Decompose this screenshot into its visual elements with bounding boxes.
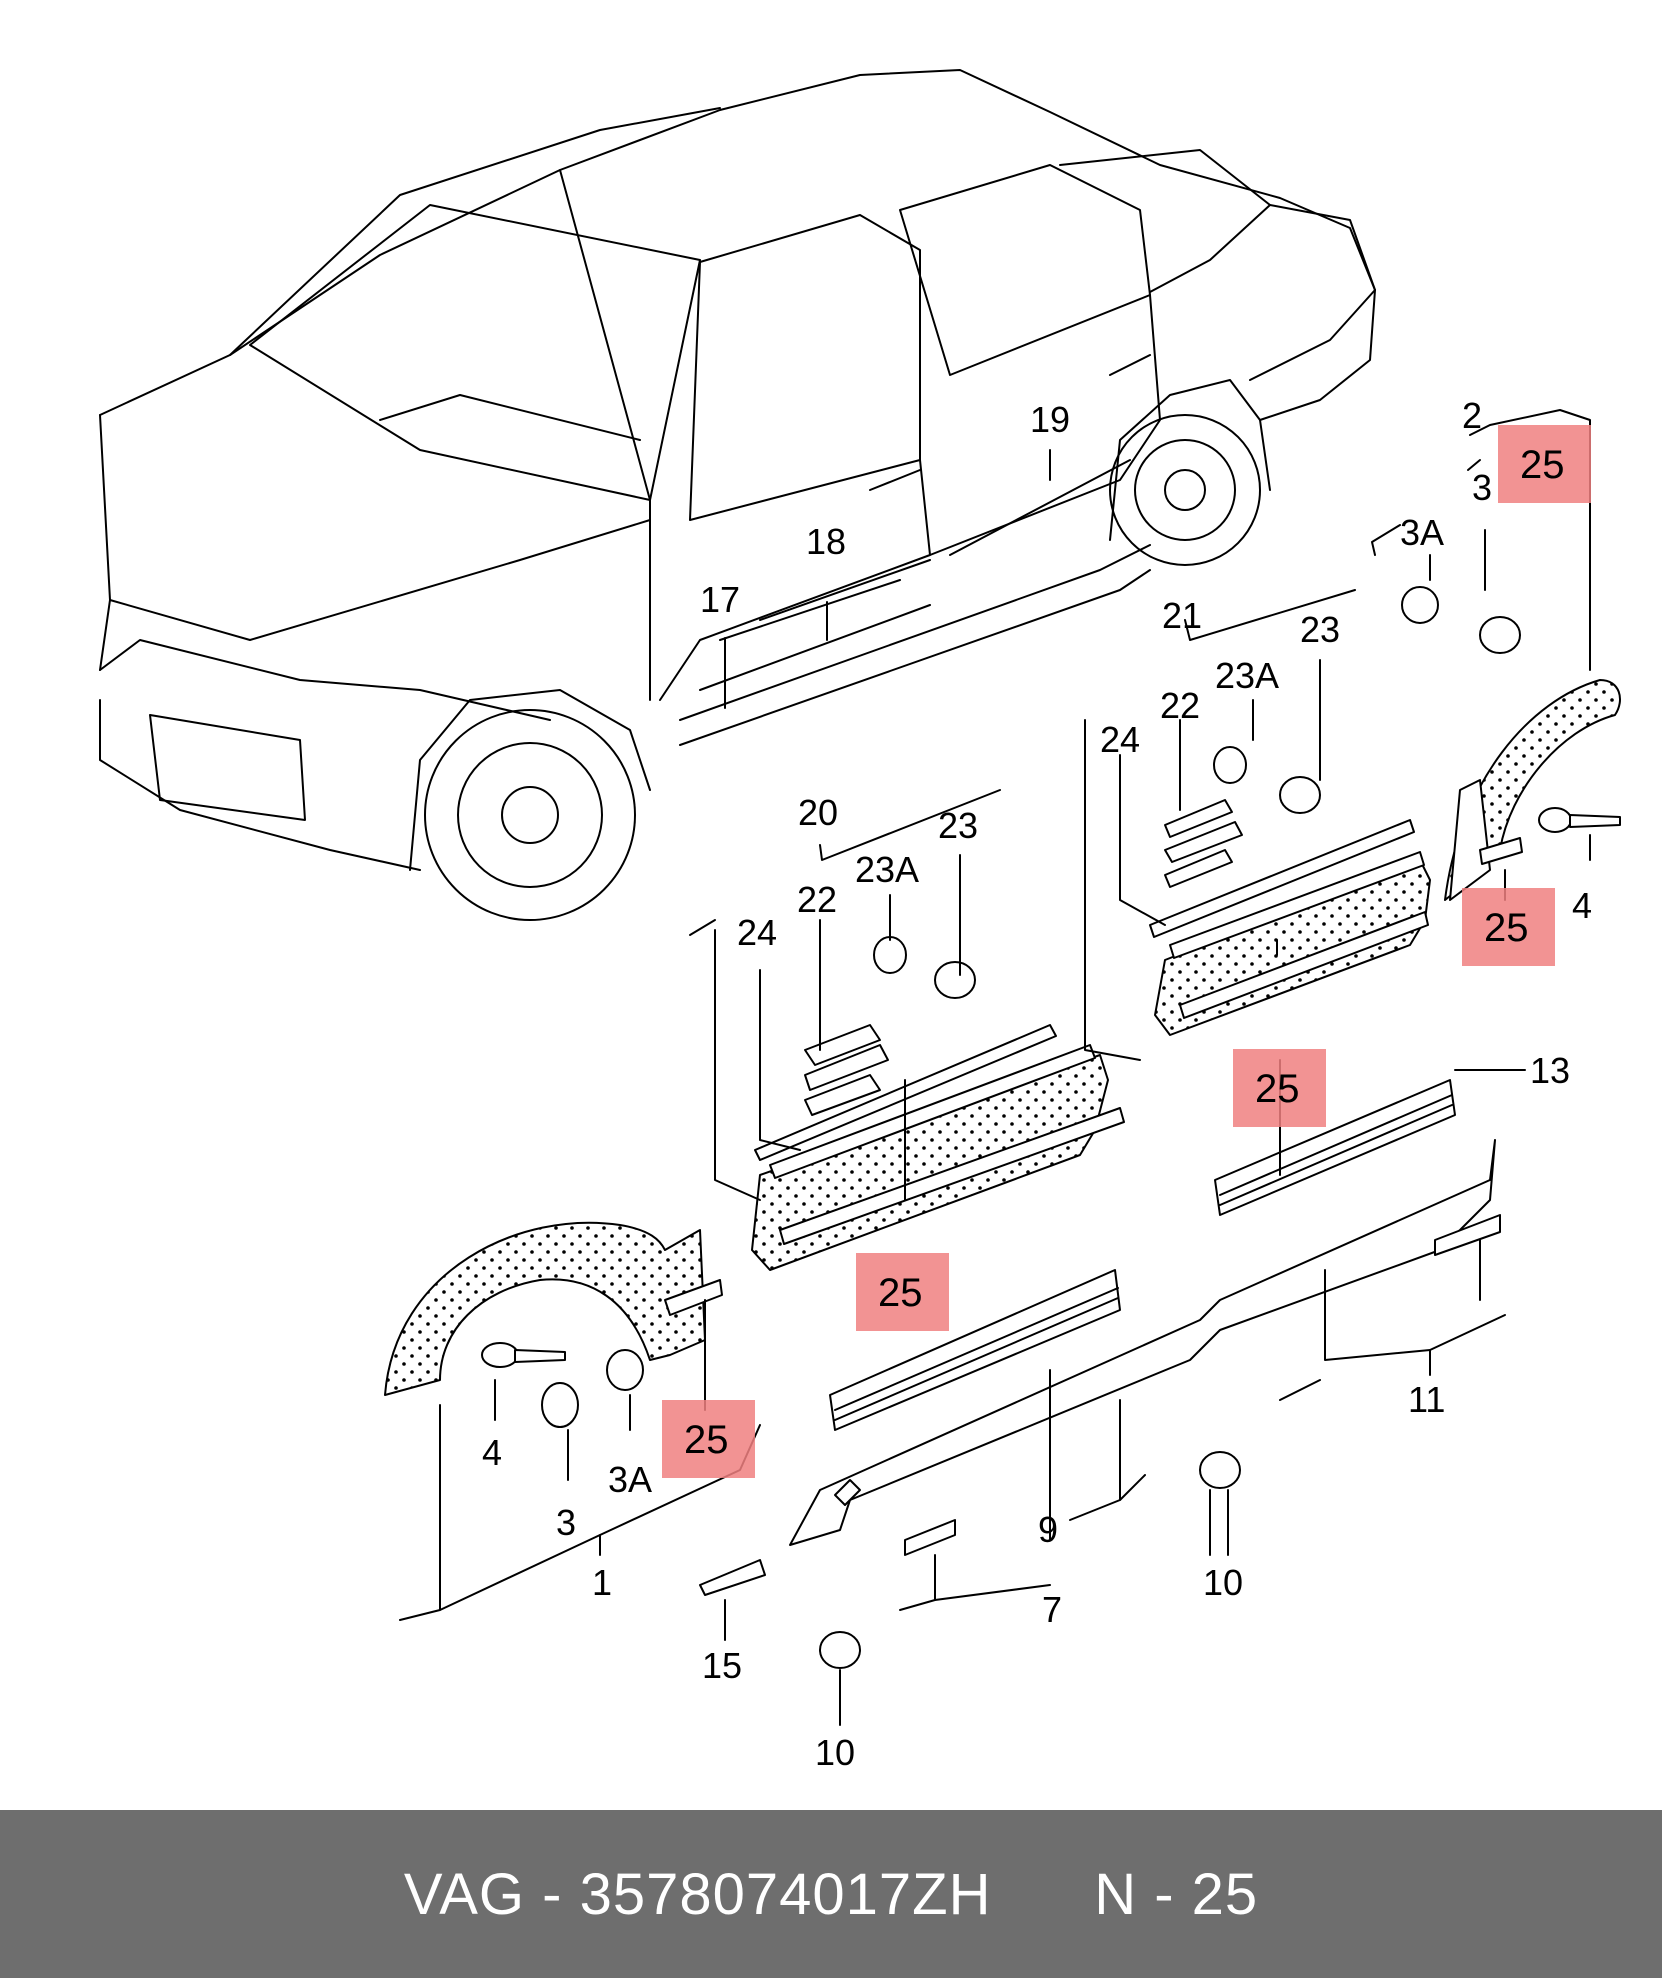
front-door-seal-strips [804, 1024, 889, 1116]
label-10: 10 [815, 1732, 855, 1773]
label-2: 2 [1462, 395, 1482, 436]
rear-door-seal-strips [1164, 799, 1243, 888]
highlight-25-rear-top: 25 [1498, 425, 1591, 503]
label-21: 21 [1162, 595, 1202, 636]
label-9: 9 [1038, 1509, 1058, 1550]
brand-label: VAG [403, 1861, 526, 1927]
svg-text:25: 25 [1255, 1067, 1300, 1111]
label-23: 23 [1300, 609, 1340, 650]
label-19: 19 [1030, 399, 1070, 440]
label-7: 7 [1042, 1589, 1062, 1630]
spacer [992, 1861, 1095, 1928]
label-22: 22 [1160, 685, 1200, 726]
highlight-25-rear-door: 25 [1233, 1049, 1326, 1127]
label-23a: 23A [1215, 655, 1279, 696]
sill-moulding-rear [1214, 1079, 1456, 1216]
front-door-trim [751, 1024, 1125, 1271]
label-3a: 3A [1400, 512, 1444, 553]
label-23a: 23A [855, 849, 919, 890]
part-number: 3578074017ZH [579, 1861, 992, 1927]
label-3: 3 [1472, 467, 1492, 508]
leader-lines [399, 409, 1591, 1726]
clip-brackets [904, 1214, 1501, 1556]
label-3: 3 [556, 1502, 576, 1543]
label-15: 15 [702, 1645, 742, 1686]
label-3a: 3A [608, 1459, 652, 1500]
label-22: 22 [797, 879, 837, 920]
position-label: N - 25 [1094, 1861, 1259, 1927]
svg-text:25: 25 [1484, 906, 1529, 950]
front-wheel-arch-liner [384, 1221, 723, 1396]
label-24: 24 [1100, 719, 1140, 760]
label-24: 24 [737, 912, 777, 953]
rear-door-trim [1149, 819, 1431, 1036]
label-23: 23 [938, 805, 978, 846]
separator [562, 1861, 579, 1928]
label-17: 17 [700, 579, 740, 620]
svg-text:25: 25 [684, 1418, 729, 1462]
fasteners [481, 586, 1621, 1669]
label-4: 4 [482, 1432, 502, 1473]
car-body-illustration [99, 69, 1376, 921]
callout-labels: 2 3 3A 4 19 18 17 21 23 23A 22 24 20 23 … [482, 395, 1592, 1773]
label-18: 18 [806, 521, 846, 562]
highlight-callouts: 25 25 25 25 25 [662, 425, 1591, 1478]
parts-diagram: 2 3 3A 4 19 18 17 21 23 23A 22 24 20 23 … [99, 69, 1621, 1773]
label-20: 20 [798, 792, 838, 833]
svg-text:25: 25 [878, 1271, 923, 1315]
rear-wheel-arch-liner [1444, 679, 1621, 901]
brand-separator: - [542, 1861, 563, 1927]
label-4: 4 [1572, 885, 1592, 926]
highlight-25-rear-arch: 25 [1462, 888, 1555, 966]
label-1: 1 [592, 1562, 612, 1603]
part-info-footer: VAG - 3578074017ZH N - 25 [0, 1810, 1662, 1978]
highlight-25-front-arch: 25 [662, 1400, 755, 1478]
label-11: 11 [1408, 1379, 1445, 1420]
highlight-25-front-door: 25 [856, 1253, 949, 1331]
label-13: 13 [1530, 1050, 1570, 1091]
svg-text:25: 25 [1520, 443, 1565, 487]
label-10: 10 [1203, 1562, 1243, 1603]
separator [525, 1861, 542, 1928]
sill-moulding-front [829, 1269, 1121, 1431]
